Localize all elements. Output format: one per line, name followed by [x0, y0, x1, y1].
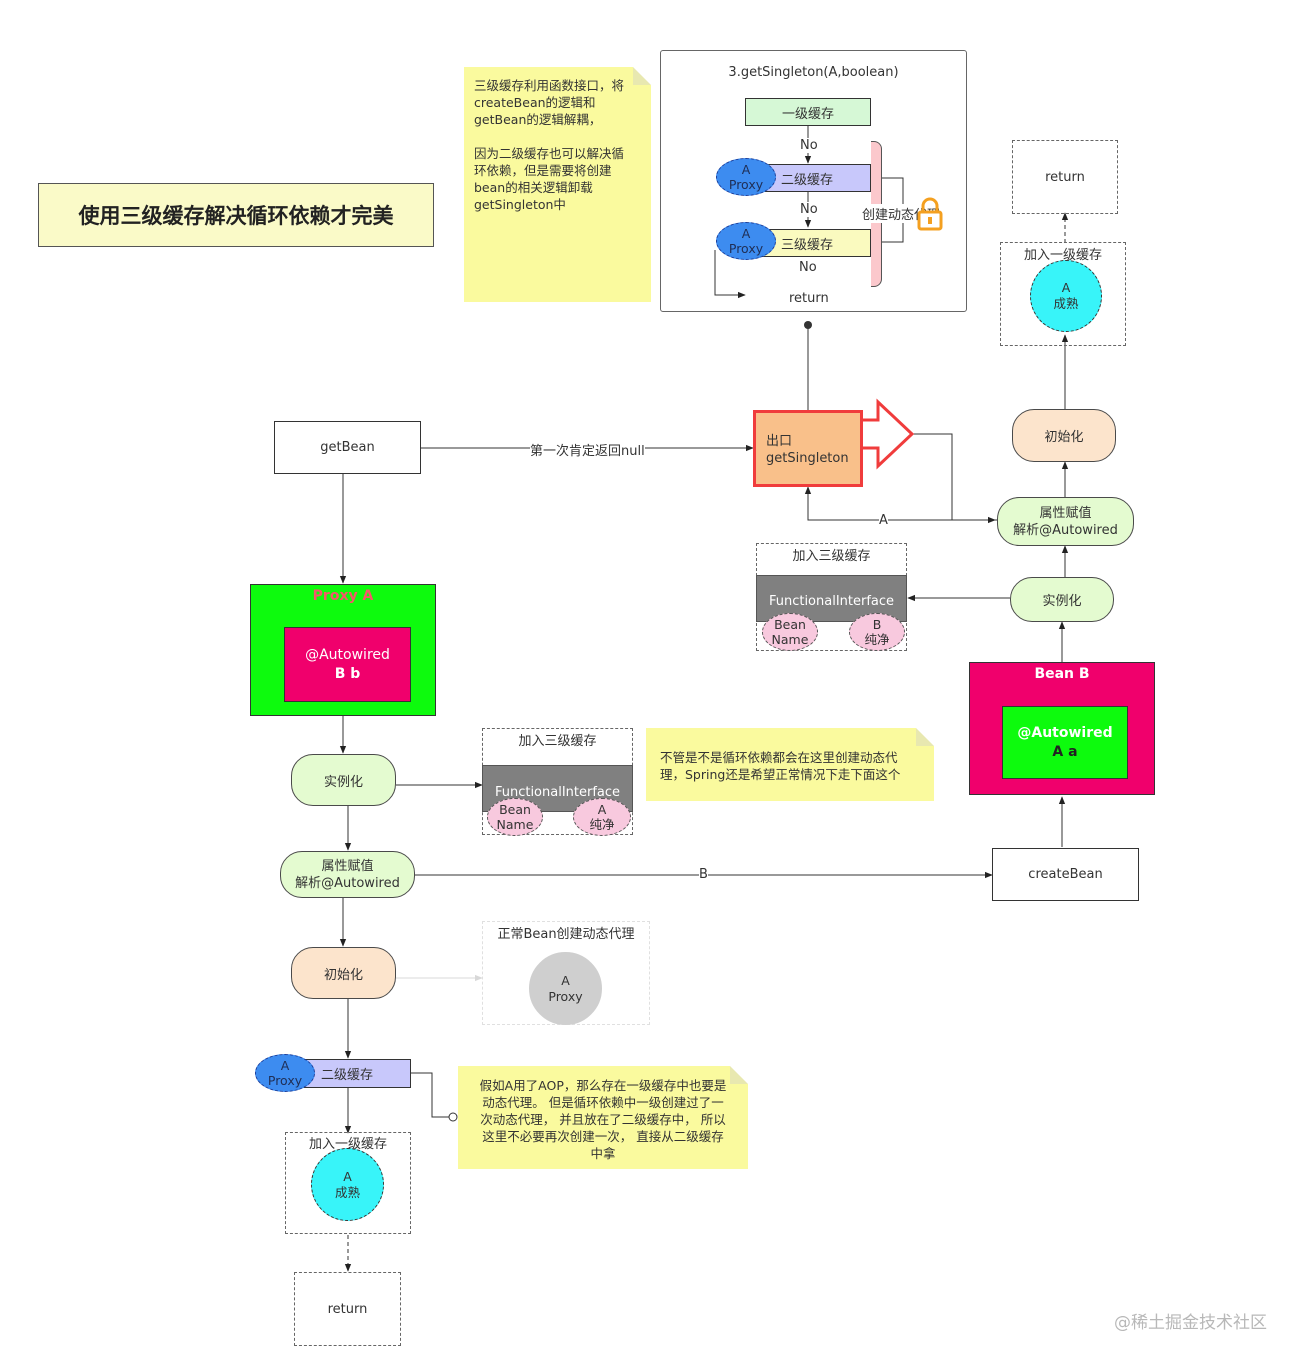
- level1-cache: 一级缓存: [745, 98, 871, 126]
- proxy-label: Proxy: [548, 988, 583, 1004]
- normal-proxy-circle: A Proxy: [529, 952, 602, 1025]
- no-label: No: [799, 260, 817, 275]
- note-line: 环依赖，但是需要将创建: [474, 163, 612, 178]
- autowired-label: @Autowired: [305, 646, 390, 663]
- right-add-level1-group: [1000, 242, 1126, 346]
- bean-label: Bean: [499, 802, 531, 817]
- exit-get-singleton: 出口 getSingleton: [753, 410, 863, 487]
- right-return-box: return: [1012, 140, 1118, 214]
- panel-title: 3.getSingleton(A,boolean): [728, 64, 899, 80]
- a-label: A: [1061, 280, 1071, 295]
- note-line: getBean的逻辑解耦，: [474, 112, 602, 127]
- note-line: 因为二级缓存也可以解决循: [474, 146, 625, 161]
- bean-b-autowired: @Autowired A a: [1002, 706, 1128, 779]
- left-a-mature-circle: A 成熟: [311, 1148, 384, 1221]
- prop-line: 属性赋值: [1039, 505, 1092, 521]
- no-label: No: [800, 138, 818, 153]
- getbean-box: getBean: [274, 421, 421, 474]
- level3-label: 三级缓存: [781, 237, 834, 253]
- a-label: A: [343, 1168, 352, 1184]
- autowired-label: @Autowired: [1017, 724, 1113, 741]
- level2-label: 二级缓存: [321, 1068, 374, 1083]
- mature-label: 成熟: [334, 1184, 360, 1200]
- diagram-title: 使用三级缓存解决循环依赖才完美: [38, 183, 434, 247]
- proxy-label: Proxy: [267, 1073, 303, 1088]
- left-add-level3-label: 加入三级缓存: [518, 733, 597, 749]
- note-line: 三级缓存利用函数接口，将: [474, 78, 625, 93]
- left-functional-interface: FunctionalInterface: [482, 765, 633, 812]
- right-add-level3-label: 加入三级缓存: [792, 548, 871, 564]
- level2-label: 二级缓存: [781, 172, 834, 188]
- bean-label: Bean: [774, 617, 806, 632]
- note-line: 动态代理。 但是循环依赖中一级创建过了一: [482, 1095, 724, 1110]
- note-line: bean的相关逻辑卸载: [474, 180, 593, 195]
- name-label: Name: [771, 632, 809, 647]
- a-label: A: [561, 972, 570, 988]
- note-line: 中拿: [590, 1146, 616, 1161]
- first-null-label: 第一次肯定返回null: [530, 440, 645, 459]
- proxy-label: Proxy: [728, 241, 764, 256]
- left-instantiate-node: 实例化: [291, 754, 396, 806]
- field-label: A a: [1052, 743, 1078, 760]
- proxy-a-title: Proxy A: [312, 588, 374, 604]
- bean-b-title: Bean B: [1034, 666, 1090, 682]
- edge-b-label: B: [699, 867, 708, 882]
- note-line: 次动态代理， 并且放在了二级缓存中， 所以: [480, 1112, 726, 1127]
- left-add-level1-label: 加入一级缓存: [308, 1136, 387, 1152]
- top-note: 三级缓存利用函数接口，将 createBean的逻辑和 getBean的逻辑解耦…: [464, 67, 651, 302]
- exit-line: getSingleton: [766, 451, 849, 466]
- b-pure-ellipse: B 纯净: [849, 613, 905, 651]
- bean-name-ellipse: Bean Name: [762, 613, 818, 651]
- proxy-a-label: A: [741, 226, 751, 241]
- note-line: 这里不必要再次创建一次， 直接从二级缓存: [482, 1129, 724, 1144]
- exit-line: 出口: [766, 434, 793, 449]
- field-label: B b: [334, 665, 361, 682]
- prop-line: 属性赋值: [321, 858, 374, 874]
- b-label: B: [872, 617, 882, 632]
- left-add-level1-group: [285, 1132, 411, 1234]
- prop-line: 解析@Autowired: [295, 875, 400, 891]
- note-line: 理，Spring还是希望正常情况下走下面这个: [660, 767, 901, 782]
- pure-label: 纯净: [589, 817, 615, 832]
- right-init-node: 初始化: [1012, 409, 1116, 462]
- proxy-a-ellipse: A Proxy: [716, 158, 776, 196]
- get-singleton-panel: [660, 50, 967, 312]
- create-bean-box: createBean: [992, 848, 1139, 901]
- a-pure-ellipse: A 纯净: [573, 798, 631, 836]
- proxy-a-autowired: @Autowired B b: [284, 627, 411, 702]
- prop-line: 解析@Autowired: [1013, 522, 1118, 538]
- note-line: getSingleton中: [474, 197, 566, 212]
- left-return-box: return: [294, 1272, 401, 1346]
- edge-a-label: A: [879, 513, 888, 528]
- right-a-mature-circle: A 成熟: [1030, 260, 1102, 332]
- proxy-a-ellipse: A Proxy: [255, 1054, 315, 1092]
- note-line: 假如A用了AOP，那么存在一级缓存中也要是: [479, 1078, 727, 1093]
- panel-return-label: return: [789, 291, 829, 306]
- name-label: Name: [496, 817, 534, 832]
- mid-note: 不管是不是循环依赖都会在这里创建动态代 理，Spring还是希望正常情况下走下面…: [646, 728, 934, 801]
- no-label: No: [800, 202, 818, 217]
- note-line: createBean的逻辑和: [474, 95, 596, 110]
- note-line: 不管是不是循环依赖都会在这里创建动态代: [660, 750, 898, 765]
- left-init-node: 初始化: [291, 947, 396, 999]
- left-prop-assign-node: 属性赋值 解析@Autowired: [280, 851, 415, 898]
- proxy-label: Proxy: [728, 177, 764, 192]
- lock-icon: [916, 196, 944, 232]
- pure-label: 纯净: [864, 632, 890, 647]
- bean-name-ellipse: Bean Name: [487, 798, 543, 836]
- right-add-level1-label: 加入一级缓存: [1023, 247, 1102, 263]
- right-instantiate-node: 实例化: [1010, 577, 1114, 622]
- proxy-a-label: A: [741, 162, 751, 177]
- right-prop-assign-node: 属性赋值 解析@Autowired: [997, 497, 1134, 546]
- proxy-a-label: A: [280, 1058, 290, 1073]
- watermark: @稀土掘金技术社区: [1114, 1313, 1267, 1333]
- mature-label: 成熟: [1053, 296, 1079, 311]
- proxy-a-ellipse: A Proxy: [716, 222, 776, 260]
- a-label: A: [597, 802, 607, 817]
- bottom-note: 假如A用了AOP，那么存在一级缓存中也要是 动态代理。 但是循环依赖中一级创建过…: [458, 1066, 748, 1169]
- normal-proxy-label: 正常Bean创建动态代理: [497, 926, 635, 942]
